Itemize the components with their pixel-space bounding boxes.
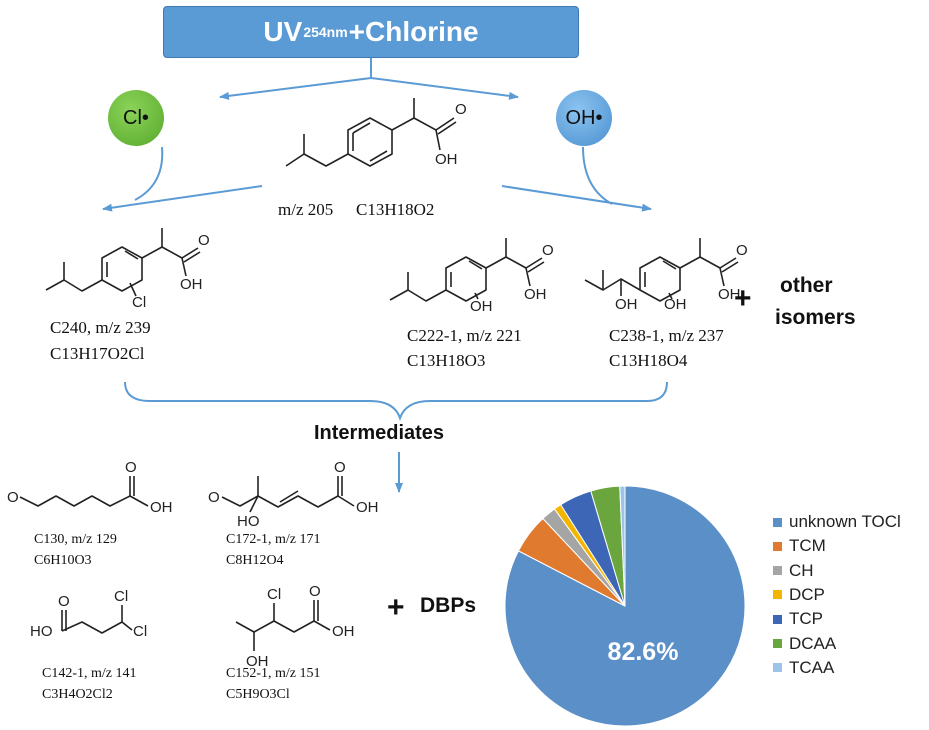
legend-swatch: [773, 590, 782, 600]
dbps-plus: +: [387, 591, 405, 624]
c240-label: C240, m/z 239: [50, 318, 151, 337]
atom-oh: OH: [246, 653, 269, 670]
legend-swatch: [773, 541, 782, 551]
atom-o: O: [125, 459, 137, 476]
legend-label: DCP: [789, 584, 825, 604]
title-subscript: 254nm: [303, 24, 348, 40]
atom-o: O: [736, 242, 748, 259]
c152-label: C152-1, m/z 151: [226, 666, 321, 681]
c130-label: C130, m/z 129: [34, 532, 117, 547]
atom-labels: OH O OH O Cl OH OH O OH OH OH O O O OH O…: [7, 101, 748, 670]
atom-oh: OH: [356, 499, 379, 516]
legend-swatch: [773, 566, 782, 576]
c172-label: C172-1, m/z 171: [226, 532, 321, 547]
dbps-label: DBPs: [420, 594, 477, 617]
pie-slice-tcaa: [619, 485, 626, 607]
legend-item: TCAA: [773, 656, 834, 680]
pie-center-label: 82.6%: [608, 638, 679, 666]
other-isomers-line1: other: [780, 274, 833, 297]
atom-cl: Cl: [267, 586, 281, 603]
atom-o: O: [198, 232, 210, 249]
atom-o: O: [334, 459, 346, 476]
parent-mass: m/z 205: [278, 200, 334, 219]
atom-oh: OH: [435, 151, 458, 168]
legend-label: CH: [789, 560, 814, 580]
hydroxyl-radical-circle: OH•: [556, 90, 612, 146]
legend-swatch: [773, 614, 782, 624]
c238-label: C238-1, m/z 237: [609, 326, 724, 345]
chlorine-radical-label: Cl•: [123, 106, 149, 129]
legend-item: DCAA: [773, 632, 836, 656]
legend-label: TCAA: [789, 657, 835, 677]
legend-label: TCM: [789, 536, 826, 556]
legend-label: unknown TOCl: [789, 512, 901, 531]
atom-oh: OH: [664, 296, 687, 313]
atom-ho: HO: [30, 623, 53, 640]
atom-o: O: [455, 101, 467, 118]
legend-item: TCM: [773, 534, 826, 558]
legend-swatch: [773, 639, 782, 648]
c240-formula: C13H17O2Cl: [50, 344, 145, 363]
chlorine-radical-circle: Cl•: [108, 90, 164, 146]
legend-item: TCP: [773, 607, 823, 631]
legend-label: TCP: [789, 609, 823, 629]
atom-oh: OH: [718, 286, 741, 303]
legend-swatch: [773, 663, 782, 673]
atom-o: O: [542, 242, 554, 259]
hydroxyl-radical-label: OH•: [565, 106, 603, 129]
atom-oh: OH: [180, 276, 203, 293]
legend-label: DCAA: [789, 633, 837, 653]
connector-arrows: [102, 58, 668, 493]
title-rest: +Chlorine: [348, 16, 479, 47]
atom-cl: Cl: [132, 294, 146, 311]
atom-o: O: [58, 593, 70, 610]
c238-formula: C13H18O4: [609, 351, 688, 370]
legend-item: DCP: [773, 583, 825, 607]
intermediates-label: Intermediates: [314, 422, 445, 444]
c142-formula: C3H4O2Cl2: [42, 687, 113, 702]
c222-label: C222-1, m/z 221: [407, 326, 522, 345]
c130-formula: C6H10O3: [34, 553, 92, 568]
parent-formula: C13H18O2: [356, 200, 435, 219]
c222-formula: C13H18O3: [407, 351, 486, 370]
atom-o: O: [309, 583, 321, 600]
legend-swatch: [773, 517, 782, 527]
atom-o: O: [7, 489, 19, 506]
atom-oh: OH: [150, 499, 173, 516]
dbp-pie-chart: 82.6%: [504, 485, 746, 727]
atom-cl: Cl: [133, 623, 147, 640]
atom-oh: OH: [332, 623, 355, 640]
legend-item: CH: [773, 559, 814, 583]
c172-formula: C8H12O4: [226, 553, 284, 568]
other-isomers-plus: +: [734, 282, 752, 315]
atom-oh: OH: [470, 298, 493, 315]
legend-item: unknown TOCl: [773, 510, 901, 534]
title-main: UV: [263, 16, 303, 47]
c142-label: C142-1, m/z 141: [42, 666, 137, 681]
c152-formula: C5H9O3Cl: [226, 687, 290, 702]
other-isomers-line2: isomers: [775, 306, 856, 329]
atom-oh: OH: [615, 296, 638, 313]
atom-o: O: [208, 489, 220, 506]
atom-ho: HO: [237, 513, 260, 530]
chemical-bonds: [19, 98, 739, 651]
atom-oh: OH: [524, 286, 547, 303]
atom-cl: Cl: [114, 588, 128, 605]
